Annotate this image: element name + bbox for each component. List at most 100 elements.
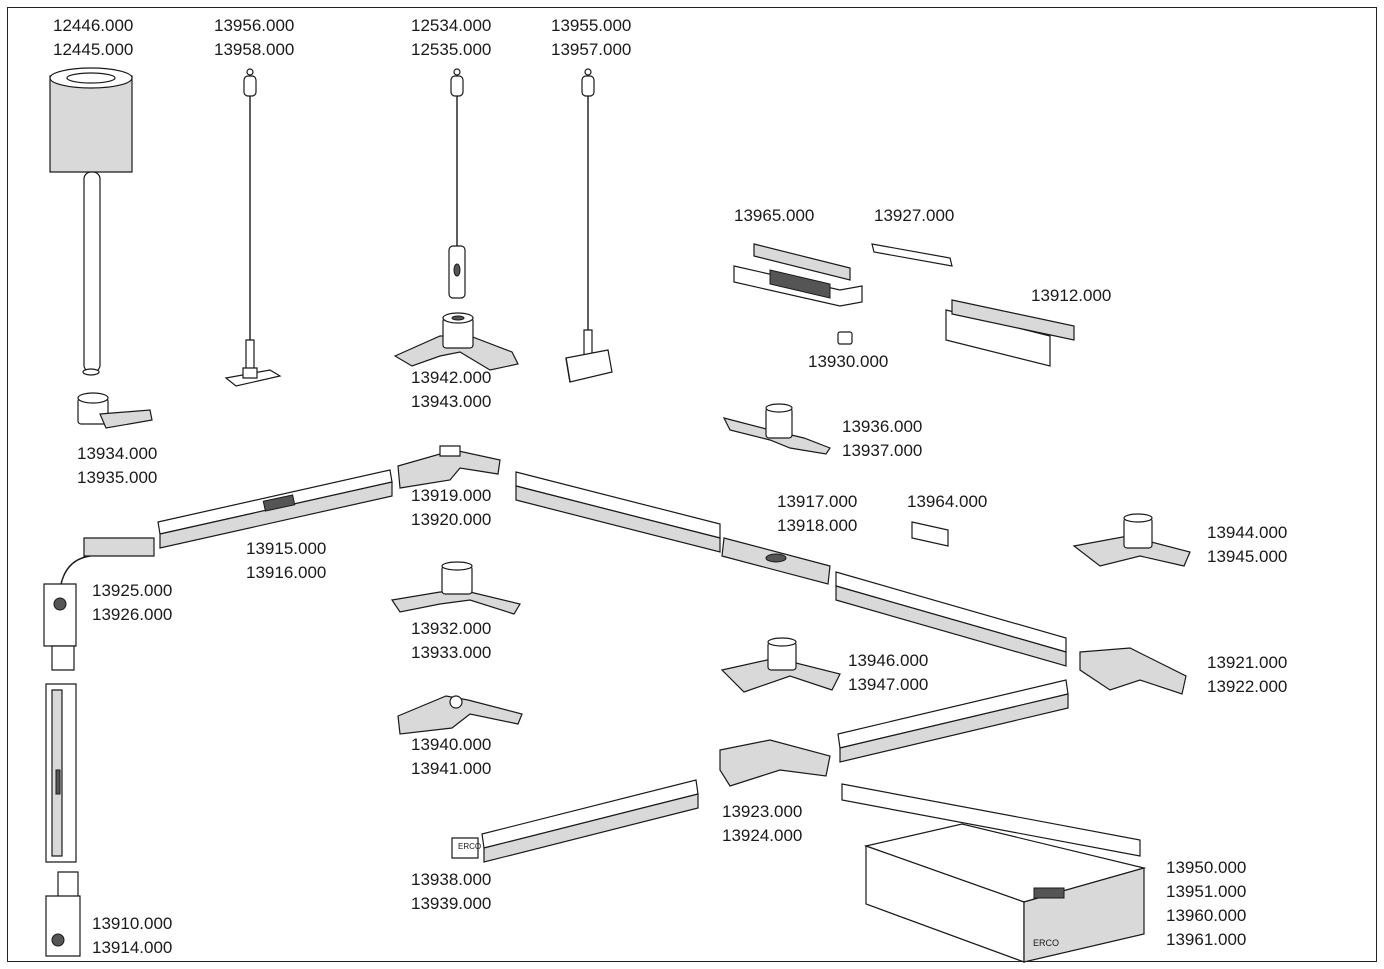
part-code: 13938.000 xyxy=(411,870,492,889)
part-code: 13942.000 xyxy=(411,368,492,387)
part-code: 13939.000 xyxy=(411,894,492,913)
part-label-13923: 13923.000 13924.000 xyxy=(722,800,802,848)
part-label-13938: 13938.000 13939.000 xyxy=(411,868,491,916)
part-code: 13920.000 xyxy=(411,510,492,529)
profile-13965 xyxy=(734,244,862,306)
canopy-3-arm-13942 xyxy=(395,313,518,370)
part-code: 13924.000 xyxy=(722,826,803,845)
part-code: 13951.000 xyxy=(1166,882,1247,901)
track-vertical xyxy=(46,684,76,862)
part-code: 13956.000 xyxy=(214,16,295,35)
part-code: 13947.000 xyxy=(848,675,929,694)
part-code: 13950.000 xyxy=(1166,858,1247,877)
part-code: 13921.000 xyxy=(1207,653,1288,672)
part-code: 13925.000 xyxy=(92,581,173,600)
part-code: 12535.000 xyxy=(411,40,492,59)
part-label-13940: 13940.000 13941.000 xyxy=(411,733,491,781)
canopy-small-13934 xyxy=(78,393,152,428)
part-code: 13912.000 xyxy=(1031,286,1112,305)
part-code: 13934.000 xyxy=(77,444,158,463)
part-code: 13926.000 xyxy=(92,605,173,624)
part-code: 13933.000 xyxy=(411,643,492,662)
canopy-13946 xyxy=(722,638,840,692)
part-label-13932: 13932.000 13933.000 xyxy=(411,617,491,665)
part-code: 13964.000 xyxy=(907,492,988,511)
logo-text-2: ERCO xyxy=(458,842,482,851)
part-label-13964: 13964.000 xyxy=(907,490,987,514)
canopy-13936 xyxy=(724,404,830,454)
part-label-13927: 13927.000 xyxy=(874,204,954,228)
canopy-tube-12446 xyxy=(50,68,132,375)
part-code: 13957.000 xyxy=(551,40,632,59)
wire-suspension-12534 xyxy=(449,69,465,298)
part-label-13925: 13925.000 13926.000 xyxy=(92,579,172,627)
part-code: 13955.000 xyxy=(551,16,632,35)
flex-connector-13925 xyxy=(44,538,154,670)
part-label-13934: 13934.000 13935.000 xyxy=(77,442,157,490)
part-code: 13960.000 xyxy=(1166,906,1247,925)
straight-connector-13917 xyxy=(722,538,830,584)
end-cap-13930 xyxy=(838,332,852,344)
bracket-13964 xyxy=(912,522,948,546)
connector-13940 xyxy=(398,696,522,734)
part-code: 13961.000 xyxy=(1166,930,1247,949)
part-label-13910: 13910.000 13914.000 xyxy=(92,912,172,960)
track-long-5 xyxy=(842,784,1140,856)
part-label-13965: 13965.000 xyxy=(734,204,814,228)
part-code: 13930.000 xyxy=(808,352,889,371)
part-code: 12445.000 xyxy=(53,40,134,59)
track-long-4 xyxy=(482,780,698,862)
wire-suspension-13956 xyxy=(226,69,280,386)
part-code: 13945.000 xyxy=(1207,547,1288,566)
part-label-13944: 13944.000 13945.000 xyxy=(1207,521,1287,569)
part-label-13942: 13942.000 13943.000 xyxy=(411,366,491,414)
part-code: 13918.000 xyxy=(777,516,858,535)
l-connector-13919 xyxy=(398,446,500,488)
profile-13912 xyxy=(946,300,1074,366)
part-code: 13943.000 xyxy=(411,392,492,411)
part-code: 13936.000 xyxy=(842,417,923,436)
part-code: 13915.000 xyxy=(246,539,327,558)
part-label-13946: 13946.000 13947.000 xyxy=(848,649,928,697)
track-long-2 xyxy=(836,572,1066,666)
track-long-3 xyxy=(838,680,1068,762)
logo-text: ERCO xyxy=(1033,938,1060,948)
part-label-13936: 13936.000 13937.000 xyxy=(842,415,922,463)
part-code: 13937.000 xyxy=(842,441,923,460)
part-code: 13919.000 xyxy=(411,486,492,505)
track-long-1 xyxy=(516,472,720,552)
part-code: 13932.000 xyxy=(411,619,492,638)
part-code: 13923.000 xyxy=(722,802,803,821)
part-code: 12446.000 xyxy=(53,16,134,35)
part-code: 13922.000 xyxy=(1207,677,1288,696)
t-connector-13921 xyxy=(1080,648,1186,694)
part-label-13950: 13950.000 13951.000 13960.000 13961.000 xyxy=(1166,856,1246,952)
part-code: 13914.000 xyxy=(92,938,173,957)
part-code: 13940.000 xyxy=(411,735,492,754)
part-label-13930: 13930.000 xyxy=(808,350,888,374)
part-code: 13935.000 xyxy=(77,468,158,487)
part-code: 13958.000 xyxy=(214,40,295,59)
x-connector-13923 xyxy=(720,740,830,786)
part-code: 13927.000 xyxy=(874,206,955,225)
part-label-13912: 13912.000 xyxy=(1031,284,1111,308)
part-code: 13946.000 xyxy=(848,651,929,670)
end-cap-13938 xyxy=(452,838,478,858)
part-code: 13941.000 xyxy=(411,759,492,778)
part-code: 13965.000 xyxy=(734,206,815,225)
part-code: 13944.000 xyxy=(1207,523,1288,542)
part-label-12446: 12446.000 12445.000 xyxy=(53,14,133,62)
box-13950 xyxy=(866,824,1144,962)
part-label-13915: 13915.000 13916.000 xyxy=(246,537,326,585)
part-code: 13910.000 xyxy=(92,914,173,933)
plate-13927 xyxy=(872,244,952,266)
track-section-13915 xyxy=(158,470,392,548)
part-code: 13916.000 xyxy=(246,563,327,582)
wire-suspension-13955 xyxy=(566,69,612,382)
canopy-13944 xyxy=(1074,514,1190,566)
part-label-13919: 13919.000 13920.000 xyxy=(411,484,491,532)
part-label-13956: 13956.000 13958.000 xyxy=(214,14,294,62)
